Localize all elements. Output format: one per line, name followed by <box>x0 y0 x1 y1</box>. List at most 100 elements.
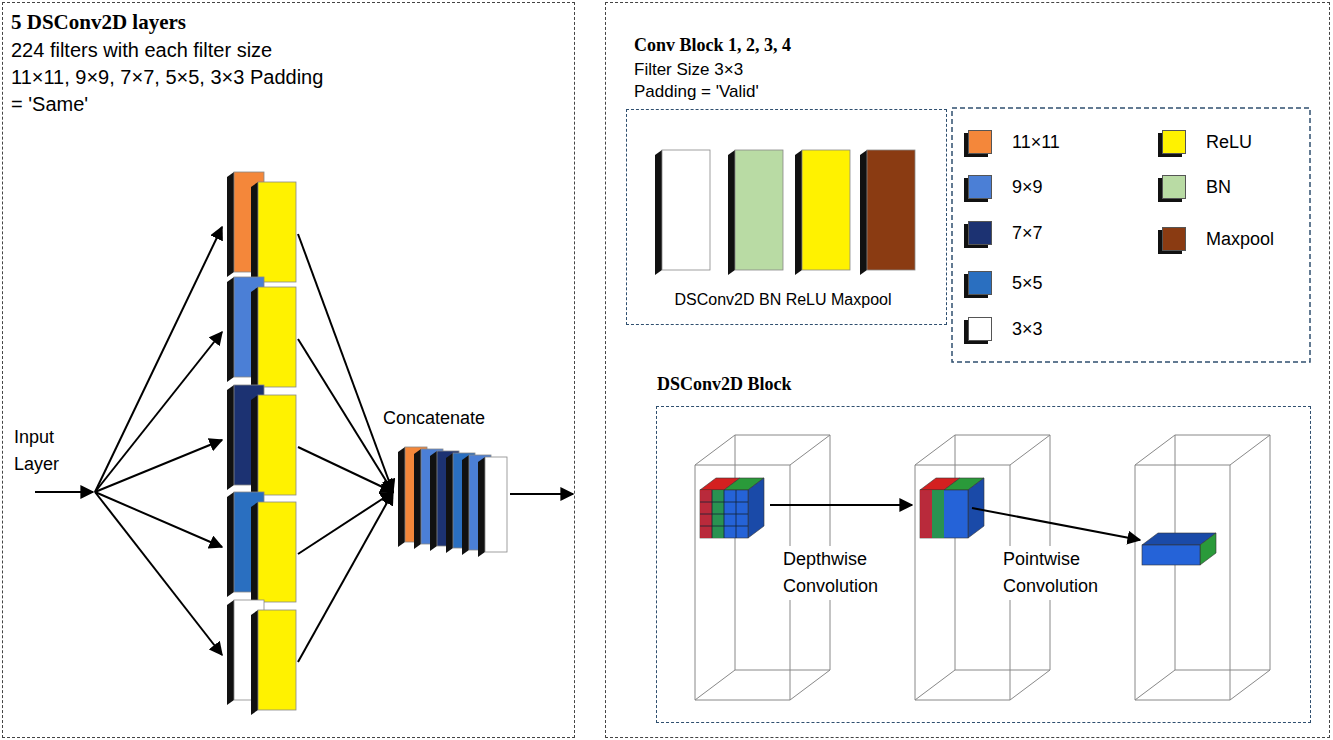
wire <box>1010 435 1050 465</box>
legend-item: 11×11 <box>968 130 1060 154</box>
conv-block-box: DSConv2D BN ReLU Maxpool <box>626 109 947 325</box>
branch-arrow <box>95 440 222 492</box>
box-heading: Conv Block 1, 2, 3, 4 <box>634 34 791 57</box>
branch-arrow <box>95 492 222 547</box>
branch-arrow <box>95 492 222 655</box>
wire <box>790 670 830 700</box>
wire <box>915 670 955 700</box>
layer-label: Input Layer <box>14 424 76 478</box>
text-slot: Filter Size 3×3 Padding = 'Valid' <box>634 59 804 103</box>
legend-swatch <box>968 317 992 341</box>
relu-slab <box>251 182 296 287</box>
relu-slab <box>251 610 296 715</box>
legend-item: 7×7 <box>968 221 1043 245</box>
input-arrow <box>35 491 93 493</box>
wire <box>695 670 735 700</box>
slab-face <box>485 457 507 552</box>
wire <box>1230 435 1270 465</box>
legend-text: 5×5 <box>1012 273 1043 294</box>
slab-side <box>251 610 258 715</box>
grid-line <box>700 514 748 515</box>
slab-side <box>227 172 234 277</box>
branch-arrow <box>95 227 222 492</box>
relu-slab <box>251 502 296 607</box>
slab-side <box>795 150 802 275</box>
relu-slab <box>251 395 296 500</box>
wire <box>1135 670 1175 700</box>
legend-item: 5×5 <box>968 271 1043 295</box>
box-heading: 5 DSConv2D layers <box>11 9 186 35</box>
legend-text: 11×11 <box>1012 132 1060 153</box>
legend-item: ReLU <box>1162 130 1252 154</box>
cube-front <box>920 490 968 538</box>
box-body: Filter Size 3×3 Padding = 'Valid' <box>634 59 804 103</box>
box-heading: DSConv2D Block <box>657 373 792 396</box>
slab-face <box>258 610 296 710</box>
slab-face <box>258 287 296 387</box>
slab-side <box>414 449 421 549</box>
text-slot: DSConv2D Block <box>657 373 792 396</box>
legend-text: ReLU <box>1206 132 1252 153</box>
bn-slab <box>728 150 783 275</box>
legend-swatch <box>968 175 992 199</box>
slab-side <box>251 502 258 607</box>
operation-label: Pointwise Convolution <box>1001 546 1109 600</box>
wire <box>1135 435 1175 465</box>
slab-side <box>430 451 437 551</box>
slab-face <box>662 150 710 270</box>
cube-front-band <box>932 490 944 538</box>
maxpool-slab <box>860 150 915 275</box>
slab-face <box>258 395 296 495</box>
slab-side <box>462 455 469 555</box>
slab-side <box>478 457 485 557</box>
text-slot: DSConv2D BN ReLU Maxpool <box>627 290 939 310</box>
cube-front <box>700 490 748 538</box>
text-slot: 5 DSConv2D layers <box>11 9 186 35</box>
legend-text: BN <box>1206 177 1231 198</box>
slab-face <box>258 182 296 282</box>
relu-slab <box>795 150 850 275</box>
slab-side <box>860 150 867 275</box>
slab-face <box>867 150 915 270</box>
operation-label: Depthwise Convolution <box>781 546 889 600</box>
legend-swatch <box>1162 130 1186 154</box>
legend-swatch <box>968 130 992 154</box>
legend-text: 7×7 <box>1012 223 1043 244</box>
concat-slab <box>478 457 507 557</box>
slab-side <box>227 600 234 705</box>
legend-box <box>952 108 1310 362</box>
legend-item: 3×3 <box>968 317 1043 341</box>
right-panel: Conv Block 1, 2, 3, 4Filter Size 3×3 Pad… <box>605 2 1330 738</box>
slab-side <box>446 453 453 553</box>
wire <box>695 465 790 700</box>
cube-side <box>748 478 764 538</box>
output-side <box>1200 533 1216 565</box>
merge-arrow <box>298 492 393 662</box>
slab-side <box>227 385 234 490</box>
pointwise-arrow <box>972 508 1140 540</box>
merge-arrow <box>298 339 393 492</box>
merge-arrow <box>298 234 393 492</box>
tensor-wireframe <box>1135 435 1270 700</box>
wire <box>1230 670 1270 700</box>
wire <box>1010 670 1050 700</box>
slab-side <box>227 277 234 382</box>
slab-face <box>802 150 850 270</box>
legend-item: BN <box>1162 175 1231 199</box>
slab-side <box>251 182 258 287</box>
left-panel: 5 DSConv2D layers224 filters with each f… <box>2 2 575 738</box>
text-slot: 224 filters with each filter size 11×11,… <box>11 37 329 118</box>
wire <box>1135 465 1230 700</box>
slab-face <box>735 150 783 270</box>
slab-side <box>655 150 662 275</box>
grid-line <box>700 526 748 527</box>
pointwise-output <box>1142 533 1216 565</box>
depthwise-arrow <box>770 504 912 506</box>
box-heading: DSConv2D BN ReLU Maxpool <box>627 290 939 310</box>
box-body: 224 filters with each filter size 11×11,… <box>11 37 329 118</box>
merge-arrow <box>298 447 393 492</box>
output-arrow <box>510 493 573 495</box>
legend-text: Maxpool <box>1206 229 1274 250</box>
wire <box>915 465 1010 700</box>
